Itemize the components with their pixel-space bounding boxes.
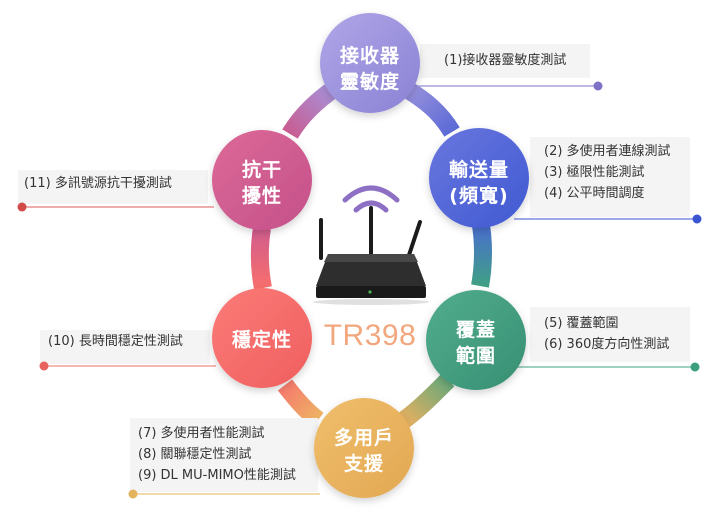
callout-text-left: (10) 長時間穩定性測試: [48, 331, 183, 352]
callout-line: (5) 覆蓋範圍: [544, 316, 619, 331]
callout-dot: [593, 81, 603, 91]
label-backdrop: [420, 44, 590, 78]
node-line: 靈敏度: [339, 71, 401, 93]
connector-top-left-to-top: [282, 80, 341, 139]
node-label-stability: 穩定性: [232, 327, 292, 353]
callout-dot: [690, 362, 700, 372]
label-backdrop: [530, 307, 690, 362]
connector-top-to-top-right: [400, 80, 460, 137]
node-line: 多用戶: [333, 427, 395, 449]
callout-top: [418, 44, 603, 91]
callout-text-right: (5) 覆蓋範圍 (6) 360度方向性測試: [544, 313, 669, 355]
callout-line: (2) 多使用者連線測試: [544, 144, 671, 159]
callout-top-left: [17, 170, 214, 212]
node-line: 穩定性: [231, 329, 293, 351]
callout-dot: [128, 489, 138, 499]
callout-line: (7) 多使用者性能測試: [138, 426, 265, 441]
callout-bottom: [128, 418, 320, 499]
node-label-coverage: 覆蓋 範圍: [456, 317, 496, 369]
connector-right-to-bottom: [398, 373, 455, 428]
callout-text-top: (1)接收器靈敏度測試: [444, 50, 566, 71]
callout-right: [514, 307, 700, 372]
label-backdrop: [130, 418, 318, 492]
node-label-interference: 抗干 擾性: [242, 157, 282, 209]
callout-text-top-right: (2) 多使用者連線測試 (3) 極限性能測試 (4) 公平時間調度: [544, 141, 671, 204]
node-coverage: [426, 290, 526, 390]
callout-line: (1)接收器靈敏度測試: [444, 53, 567, 68]
callout-dot: [39, 361, 49, 371]
node-stability: [212, 288, 312, 388]
node-interference: [212, 130, 312, 230]
callout-line: (10) 長時間穩定性測試: [48, 334, 183, 349]
label-backdrop: [40, 330, 210, 364]
callout-line: (3) 極限性能測試: [544, 165, 645, 180]
label-backdrop: [18, 170, 208, 204]
node-multi-user: [314, 398, 414, 498]
label-backdrop: [530, 137, 690, 217]
callout-line: (9) DL MU-MIMO性能測試: [138, 468, 296, 483]
wifi-signal-icon: [342, 185, 400, 213]
node-line: 覆蓋: [455, 319, 497, 341]
connector-left-to-top-left: [250, 226, 272, 290]
callout-line: (6) 360度方向性測試: [544, 337, 670, 352]
node-throughput: [429, 128, 529, 228]
center-title: TR398: [323, 319, 417, 352]
node-line: 範圍: [455, 345, 497, 367]
node-receiver-sensitivity: [320, 13, 420, 113]
callout-dot: [692, 214, 702, 224]
node-label-receiver-sensitivity: 接收器 靈敏度: [340, 43, 400, 95]
callout-line: (8) 關聯穩定性測試: [138, 447, 252, 462]
connector-top-right-to-right: [471, 218, 492, 288]
callout-left: [39, 330, 216, 371]
callout-text-bottom: (7) 多使用者性能測試 (8) 關聯穩定性測試 (9) DL MU-MIMO性…: [138, 423, 296, 486]
node-line: 輸送量: [448, 159, 510, 181]
router-icon: [313, 206, 429, 305]
node-line: 擾性: [241, 185, 283, 207]
node-line: 接收器: [339, 45, 401, 67]
node-line: 抗干: [241, 159, 283, 181]
connector-bottom-to-left: [277, 379, 324, 428]
node-line: 支援: [343, 453, 385, 475]
callout-line: (4) 公平時間調度: [544, 186, 645, 201]
callout-dot: [17, 202, 27, 212]
callout-top-right: [514, 137, 702, 224]
callout-text-top-left: (11) 多訊號源抗干擾測試: [24, 173, 172, 194]
node-line: (頻寬): [449, 185, 509, 207]
node-label-throughput: 輸送量 (頻寬): [449, 157, 509, 209]
callout-line: (11) 多訊號源抗干擾測試: [24, 176, 172, 191]
node-label-multi-user: 多用戶 支援: [334, 425, 394, 477]
